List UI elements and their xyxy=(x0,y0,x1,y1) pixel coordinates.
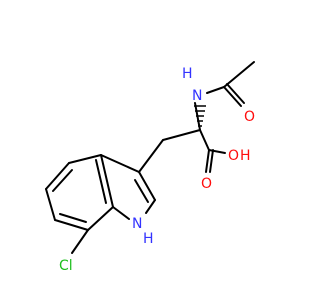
double-bond-inner xyxy=(59,213,87,223)
double-bond-inner xyxy=(52,169,73,192)
bond xyxy=(45,188,56,221)
bond xyxy=(223,61,255,88)
bonds xyxy=(45,61,255,254)
bond xyxy=(54,219,89,231)
chemical-structure: H N O O H O N H Cl xyxy=(45,61,255,274)
hashed-wedge-bond xyxy=(194,105,206,127)
bond xyxy=(209,149,214,173)
atom-label-acid-oh-o: O xyxy=(228,148,239,164)
bond xyxy=(100,154,140,173)
bond xyxy=(87,206,114,231)
atom-label-acid-oh-h: H xyxy=(240,148,251,164)
bond xyxy=(162,129,201,141)
bond xyxy=(208,149,226,154)
bond xyxy=(71,229,89,254)
bond xyxy=(145,199,156,214)
double-bond-inner xyxy=(134,179,149,203)
double-bond-inner xyxy=(95,159,107,204)
bond xyxy=(223,86,242,107)
atom-label-amide-o: O xyxy=(244,109,255,125)
bond xyxy=(199,129,210,151)
bond xyxy=(100,154,114,208)
atom-label-acid-carbonyl-o: O xyxy=(201,176,212,192)
bond xyxy=(138,139,164,173)
atom-label-chlorine: Cl xyxy=(59,258,73,274)
atom-labels: H N O O H O N H Cl xyxy=(59,66,255,274)
atom-label-indole-n: N xyxy=(132,216,142,232)
bond xyxy=(45,162,70,190)
bond xyxy=(206,86,225,94)
atom-label-indole-h: H xyxy=(143,231,154,247)
bond xyxy=(112,206,130,220)
bond xyxy=(205,149,210,173)
atom-label-amide-h: H xyxy=(182,66,193,82)
atom-label-amide-n: N xyxy=(192,88,202,104)
bond xyxy=(226,83,245,104)
bond xyxy=(138,171,156,201)
bond xyxy=(68,154,102,164)
